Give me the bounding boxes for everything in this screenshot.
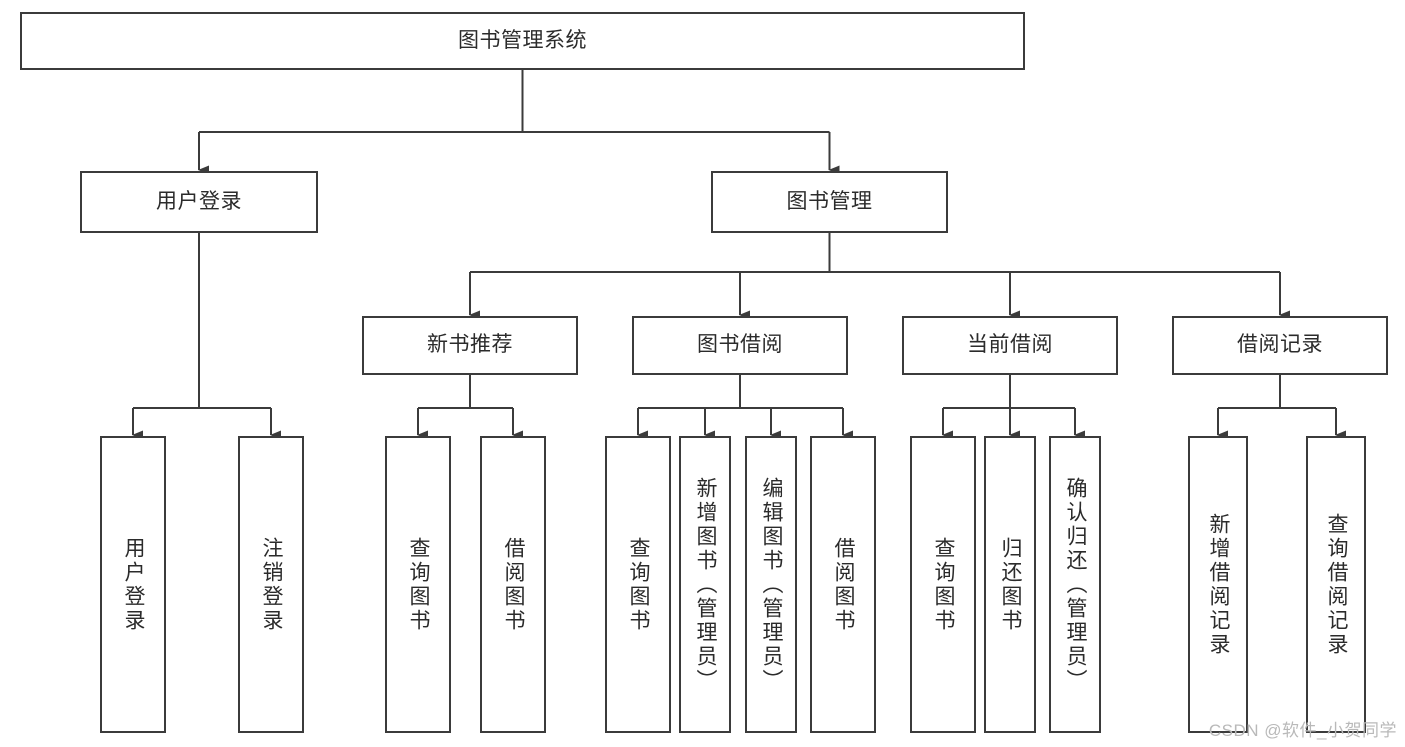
node-label: 借阅记录: [1237, 333, 1323, 357]
node-label: 查询图书: [627, 536, 651, 633]
node-root-system[interactable]: 图书管理系统: [20, 12, 1025, 70]
node-label: 注销登录: [260, 536, 284, 633]
node-book-borrow[interactable]: 图书借阅: [632, 316, 848, 375]
node-leaf-add-book[interactable]: 新增图书（管理员）: [679, 436, 731, 733]
node-label: 图书管理系统: [458, 28, 587, 52]
node-leaf-user-login[interactable]: 用户登录: [100, 436, 166, 733]
node-label: 确认归还（管理员）: [1064, 476, 1088, 693]
node-leaf-confirm-return[interactable]: 确认归还（管理员）: [1049, 436, 1101, 733]
node-user-login[interactable]: 用户登录: [80, 171, 318, 233]
node-leaf-user-logout[interactable]: 注销登录: [238, 436, 304, 733]
node-book-manage[interactable]: 图书管理: [711, 171, 948, 233]
node-leaf-edit-book[interactable]: 编辑图书（管理员）: [745, 436, 797, 733]
node-label: 当前借阅: [967, 333, 1053, 357]
node-leaf-query-book-1[interactable]: 查询图书: [385, 436, 451, 733]
watermark-text: CSDN @软件_小贺同学: [1208, 721, 1397, 740]
node-leaf-query-borrow-record[interactable]: 查询借阅记录: [1306, 436, 1366, 733]
node-current-borrow[interactable]: 当前借阅: [902, 316, 1118, 375]
node-label: 查询图书: [407, 536, 431, 633]
node-label: 查询图书: [932, 536, 956, 633]
node-label: 归还图书: [999, 536, 1023, 633]
node-borrow-record[interactable]: 借阅记录: [1172, 316, 1388, 375]
node-leaf-query-book-3[interactable]: 查询图书: [910, 436, 976, 733]
node-label: 查询借阅记录: [1325, 512, 1349, 657]
node-leaf-borrow-book-2[interactable]: 借阅图书: [810, 436, 876, 733]
node-label: 新增借阅记录: [1207, 512, 1231, 657]
node-label: 编辑图书（管理员）: [760, 476, 784, 693]
node-label: 新增图书（管理员）: [694, 476, 718, 693]
node-leaf-query-book-2[interactable]: 查询图书: [605, 436, 671, 733]
node-label: 用户登录: [122, 536, 146, 633]
node-leaf-add-borrow-record[interactable]: 新增借阅记录: [1188, 436, 1248, 733]
node-new-book-recommend[interactable]: 新书推荐: [362, 316, 578, 375]
node-leaf-return-book[interactable]: 归还图书: [984, 436, 1036, 733]
node-label: 图书管理: [786, 189, 873, 213]
node-leaf-borrow-book-1[interactable]: 借阅图书: [480, 436, 546, 733]
node-label: 借阅图书: [832, 536, 856, 633]
node-label: 新书推荐: [427, 333, 513, 357]
node-label: 图书借阅: [697, 333, 783, 357]
node-label: 借阅图书: [502, 536, 526, 633]
node-label: 用户登录: [156, 189, 242, 213]
